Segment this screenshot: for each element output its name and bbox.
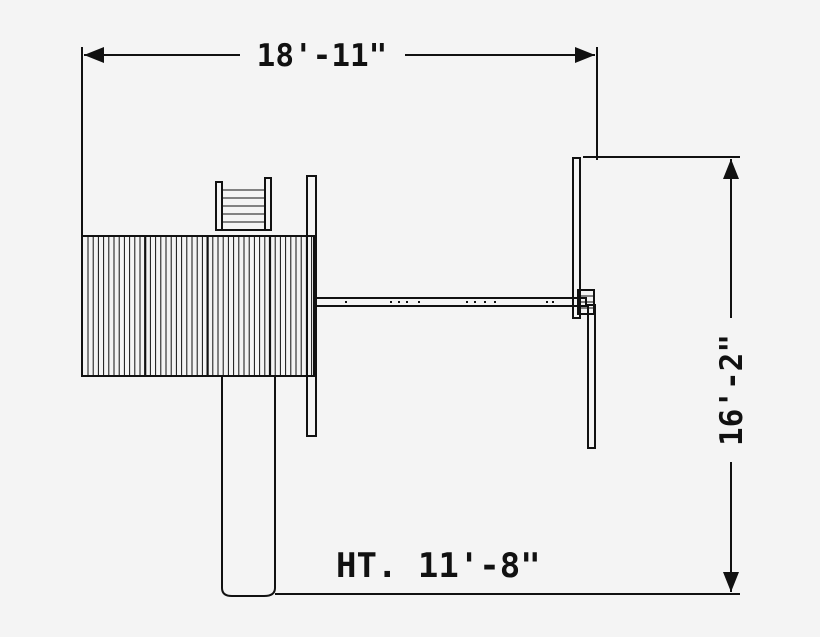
beam-outline [315, 297, 587, 307]
height-label: HT. 11'-8" [336, 546, 541, 586]
platform-deck [81, 235, 315, 377]
depth-dimension: 16'-2" [275, 156, 750, 595]
swing-beam [315, 297, 587, 307]
right-a-frame-leg-lower [587, 304, 596, 449]
slide-outline [221, 376, 276, 597]
width-label: 18'-11" [257, 38, 388, 74]
width-dimension: 18'-11" [81, 38, 598, 236]
right-a-frame [572, 157, 596, 449]
depth-label: 16'-2" [714, 334, 750, 446]
deck-outline [81, 235, 315, 377]
deck-boards [87, 236, 313, 376]
ladder-rail-right [264, 177, 272, 231]
ladder [215, 177, 272, 231]
ladder-rail-left [215, 181, 223, 231]
right-a-frame-leg-upper [572, 157, 581, 319]
slide [221, 376, 276, 597]
